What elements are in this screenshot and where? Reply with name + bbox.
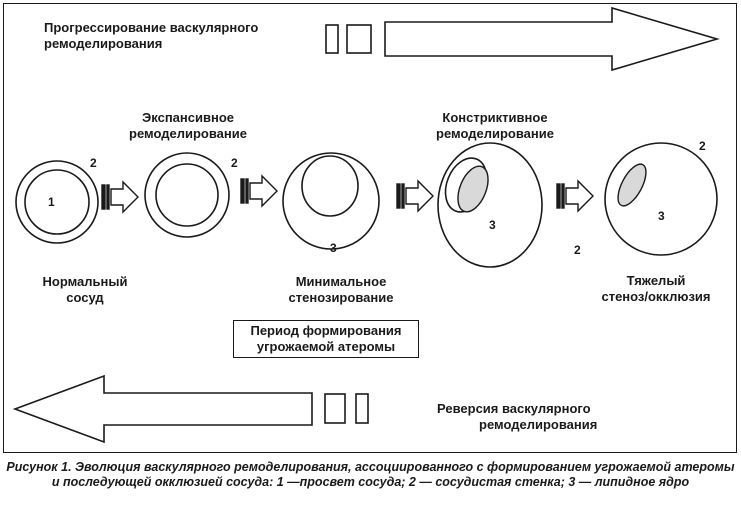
label-lipid-constrictive: 3 xyxy=(489,218,496,232)
label-wall-constrictive: 2 xyxy=(574,243,581,257)
reversal-label-line2: ремоделирования xyxy=(479,417,598,432)
expansive-label-line1: Экспансивное xyxy=(142,110,234,125)
progression-label: Прогрессирование васкулярного ремоделиро… xyxy=(44,20,258,52)
label-wall-expansive: 2 xyxy=(231,156,238,170)
period-box: Период формирования угрожаемой атеромы xyxy=(233,320,419,358)
expansive-label: Экспансивное ремоделирование xyxy=(122,110,254,142)
minimal-stenosis-vessel-wall xyxy=(282,152,380,250)
severe-label-line1: Тяжелый xyxy=(626,273,686,288)
severe-label-line2: стеноз/окклюзия xyxy=(601,289,711,304)
normal-label: Нормальный сосуд xyxy=(30,274,140,306)
reversal-label-line1: Реверсия васкулярного xyxy=(437,401,591,416)
expansive-vessel-lumen xyxy=(155,163,219,227)
progression-arrow xyxy=(384,6,720,72)
progression-label-line2: ремоделирования xyxy=(44,36,163,51)
reversal-arrow-bar-2 xyxy=(355,393,369,424)
label-lumen-normal: 1 xyxy=(48,195,55,209)
transition-arrow-4 xyxy=(556,179,594,213)
reversal-label: Реверсия васкулярного ремоделирования xyxy=(437,401,617,433)
transition-arrows xyxy=(101,174,594,214)
constrictive-lipid-core xyxy=(457,165,489,213)
progression-arrow-bar-1 xyxy=(325,24,339,54)
normal-label-line1: Нормальный xyxy=(42,274,128,289)
label-wall-severe: 2 xyxy=(699,139,706,153)
normal-vessel-wall xyxy=(15,160,99,244)
minimal-label-line2: стенозирование xyxy=(288,290,394,305)
figure-frame xyxy=(3,3,737,453)
period-box-line2: угрожаемой атеромы xyxy=(256,339,396,354)
transition-arrow-3 xyxy=(396,179,434,213)
period-box-line1: Период формирования xyxy=(250,323,402,338)
severe-stenosis-vessel-wall xyxy=(604,142,718,256)
label-wall-normal: 2 xyxy=(90,156,97,170)
constrictive-label-line2: ремоделирование xyxy=(436,126,554,141)
minimal-label: Минимальное стенозирование xyxy=(272,274,410,306)
constrictive-label: Констриктивное ремоделирование xyxy=(426,110,564,142)
minimal-label-line1: Минимальное xyxy=(295,274,387,289)
progression-label-line1: Прогрессирование васкулярного xyxy=(44,20,259,35)
normal-label-line2: сосуд xyxy=(66,290,104,305)
severe-lipid-core xyxy=(617,163,647,207)
expansive-vessel-wall xyxy=(144,152,230,238)
transition-arrow-1 xyxy=(101,180,139,214)
reversal-arrow-bar-1 xyxy=(324,393,346,424)
severe-label: Тяжелый стеноз/окклюзия xyxy=(582,273,730,305)
label-lipid-severe: 3 xyxy=(658,209,665,223)
transition-arrow-2 xyxy=(240,174,278,208)
figure-caption: Рисунок 1. Эволюция васкулярного ремодел… xyxy=(6,460,735,489)
normal-vessel-lumen xyxy=(24,169,90,235)
constrictive-vessel-wall xyxy=(437,142,543,268)
expansive-label-line2: ремоделирование xyxy=(129,126,247,141)
minimal-stenosis-lumen xyxy=(301,155,359,217)
label-lipid-minimal: 3 xyxy=(330,241,337,255)
constrictive-label-line1: Констриктивное xyxy=(442,110,548,125)
reversal-arrow xyxy=(12,374,313,444)
progression-arrow-bar-2 xyxy=(346,24,372,54)
